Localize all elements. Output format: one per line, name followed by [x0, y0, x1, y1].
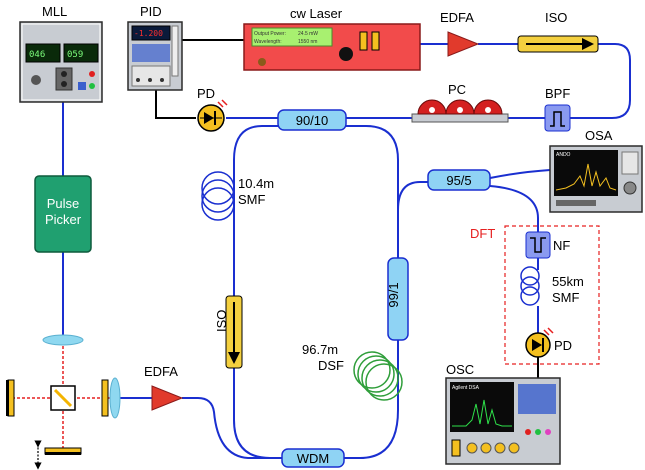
dsf-length-label: 96.7m	[302, 342, 338, 357]
bpf: BPF	[544, 86, 571, 132]
iso-loop-label: ISO	[214, 310, 229, 332]
iso-loop: ISO	[214, 295, 243, 369]
cw-output-power-label: Output Power:	[254, 31, 286, 37]
mll-display-right: 059	[67, 50, 83, 60]
pd-top-label: PD	[197, 86, 215, 101]
smf55-label: SMF	[552, 290, 580, 305]
pd-bottom-diode-icon	[532, 339, 542, 351]
cw-wavelength-label: Wavelength:	[254, 39, 282, 45]
smf55-length-label: 55km	[552, 274, 584, 289]
bpf-passband-icon	[550, 111, 565, 127]
iso-top: ISO	[517, 10, 599, 53]
fiber-99-to-95	[397, 181, 428, 258]
pulse-picker-line2: Picker	[45, 212, 82, 227]
free-space-optics	[6, 346, 121, 470]
electrical-wires	[155, 39, 539, 378]
osa-spectrum-trace	[555, 163, 617, 191]
pulse-picker: Pulse Picker	[34, 175, 92, 253]
pd-bottom-label: PD	[554, 338, 572, 353]
coupler-99-1-label: 99/1	[386, 282, 401, 307]
cw-key-right-icon	[371, 31, 380, 51]
wdm-label: WDM	[297, 451, 330, 466]
lens-right-icon	[109, 377, 121, 419]
lens-top-icon	[42, 334, 84, 346]
mll-knob-icon	[61, 71, 67, 77]
coupler-95-5: 95/5	[427, 169, 491, 191]
edfa-bottom: EDFA	[144, 364, 184, 411]
edfa-bottom-triangle-icon	[151, 385, 184, 411]
fiber-iso-to-bpf	[570, 43, 631, 119]
mll-display-left: 046	[29, 50, 45, 60]
mll-led-green-icon	[89, 83, 95, 89]
osc-brand: Agilent DSA	[452, 385, 480, 391]
smf-length-label: 10.4m	[238, 176, 274, 191]
iso-top-label: ISO	[545, 10, 567, 25]
osc-channel-yellow-icon	[451, 439, 461, 457]
smf-label: SMF	[238, 192, 266, 207]
pid-display: -1.200	[134, 29, 163, 38]
coupler-95-5-label: 95/5	[446, 173, 471, 188]
mll-knob-block	[55, 67, 73, 91]
coupler-99-1: 99/1	[386, 257, 409, 341]
coupler-90-10-label: 90/10	[296, 113, 329, 128]
osc-waveform-trace	[452, 399, 512, 427]
cw-knob-icon	[339, 47, 353, 61]
pd-top: PD	[197, 86, 228, 132]
cw-laser: cw Laser Output Power: 24.5 mW Wavelengt…	[243, 6, 421, 71]
smf-coil-10m: 10.4m SMF	[201, 171, 274, 221]
edfa-top-triangle-icon	[447, 31, 480, 57]
edfa-top: EDFA	[440, 10, 480, 57]
cw-wavelength-value: 1550 nm	[298, 39, 317, 45]
pid-controller: PID -1.200	[127, 4, 183, 91]
dft-module: DFT NF 55km SMF PD	[470, 225, 600, 365]
dsf-coil: 96.7m DSF	[302, 342, 403, 401]
cw-key-left-icon	[359, 31, 368, 51]
osa-instrument: OSA ANDO	[549, 128, 643, 213]
mirror-right-icon	[101, 379, 109, 417]
wdm-coupler: WDM	[281, 448, 345, 468]
edfa-bottom-label: EDFA	[144, 364, 178, 379]
mll-led-red-icon	[89, 71, 95, 77]
mll-instrument: MLL 046 059	[19, 4, 103, 103]
coupler-90-10: 90/10	[277, 109, 347, 131]
edfa-top-label: EDFA	[440, 10, 474, 25]
wire-pid-to-pd	[155, 90, 196, 119]
osa-knob-icon	[623, 181, 637, 195]
nf-notch-icon	[530, 237, 546, 253]
polarization-controller: PC	[411, 82, 509, 123]
mll-label: MLL	[42, 4, 67, 19]
cw-laser-label: cw Laser	[290, 6, 343, 21]
dft-label: DFT	[470, 226, 495, 241]
bpf-label: BPF	[545, 86, 570, 101]
dsf-label: DSF	[318, 358, 344, 373]
pc-label: PC	[448, 82, 466, 97]
dft-border	[504, 225, 600, 365]
fiber-ring-bottom	[344, 340, 399, 459]
fiber-edfa-to-wdm	[182, 397, 282, 459]
osa-brand: ANDO	[556, 152, 571, 158]
nf-label: NF	[553, 238, 570, 253]
pid-label: PID	[140, 4, 162, 19]
fiber-paths	[62, 43, 631, 459]
osc-label: OSC	[446, 362, 474, 377]
cw-output-power-value: 24.5 mW	[298, 31, 318, 37]
fiber-ring-right	[346, 125, 399, 258]
pulse-picker-line1: Pulse	[47, 196, 80, 211]
fiber-95-to-nf	[489, 185, 539, 232]
osa-label: OSA	[585, 128, 613, 143]
osc-instrument: OSC Agilent DSA	[445, 362, 561, 465]
fiber-95-to-osa	[489, 169, 551, 179]
fiber-ring-main	[233, 125, 282, 459]
